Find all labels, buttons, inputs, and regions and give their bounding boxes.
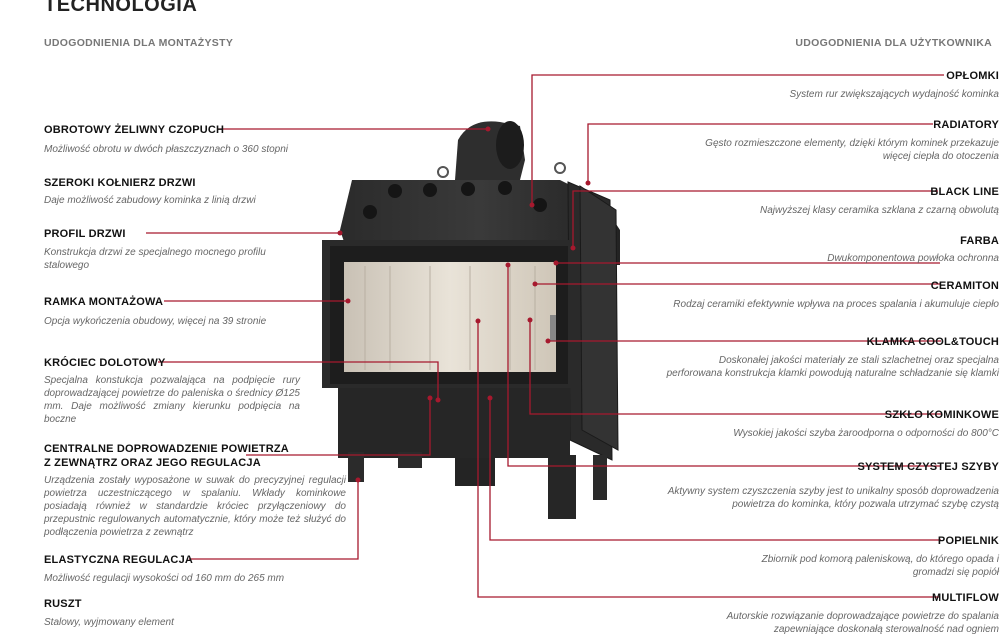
desc-czopuch: Możliwość obrotu w dwóch płaszczyznach o… bbox=[44, 144, 289, 155]
top-holes bbox=[363, 181, 547, 219]
desc-elastyczna: Możliwość regulacji wysokości od 160 mm … bbox=[44, 573, 285, 584]
label-popielnik: POPIELNIK bbox=[937, 535, 999, 547]
ashpan-shape bbox=[338, 388, 570, 458]
label-szklo: SZKŁO KOMINKOWE bbox=[884, 409, 999, 421]
label-ceramiton: CERAMITON bbox=[930, 280, 999, 292]
desc-profil: Konstrukcja drzwi ze specjalnego mocnego… bbox=[44, 247, 266, 271]
label-kolnierz: SZEROKI KOŁNIERZ DRZWI bbox=[44, 177, 196, 189]
label-centralne: CENTRALNE DOPROWADZENIE POWIETRZA Z ZEWN… bbox=[44, 443, 289, 469]
flue-opening-shape bbox=[496, 121, 524, 169]
desc-blackline: Najwyższej klasy ceramika szklana z czar… bbox=[760, 205, 999, 216]
subtitle-installer: UDOGODNIENIA DLA MONTAŻYSTY bbox=[44, 37, 234, 49]
desc-farba: Dwukomponentowa powłoka ochronna bbox=[827, 253, 999, 264]
desc-ramka: Opcja wykończenia obudowy, więcej na 39 … bbox=[44, 316, 267, 327]
label-czysta-szyba: SYSTEM CZYSTEJ SZYBY bbox=[857, 461, 999, 473]
label-elastyczna: ELASTYCZNA REGULACJA bbox=[44, 554, 194, 566]
desc-szklo: Wysokiej jakości szyba żaroodporna o odp… bbox=[733, 428, 999, 439]
glass-shape bbox=[344, 262, 556, 372]
subtitle-user: UDOGODNIENIA DLA UŻYTKOWNIKA bbox=[795, 37, 992, 49]
ceramic-lines bbox=[364, 266, 536, 370]
handle-shape bbox=[550, 315, 556, 341]
desc-klamka: Doskonałej jakości materiały ze stali sz… bbox=[666, 355, 999, 379]
page-title: TECHNOLOGIA bbox=[44, 0, 198, 16]
label-farba: FARBA bbox=[960, 235, 999, 247]
radiator-fins bbox=[567, 181, 619, 461]
desc-ceramiton: Rodzaj ceramiki efektywnie wpływa na pro… bbox=[673, 299, 999, 310]
right-leader-lines bbox=[477, 74, 944, 598]
left-leader-lines bbox=[146, 128, 488, 560]
desc-oplomki: System rur zwiększających wydajność komi… bbox=[789, 89, 999, 100]
label-profil: PROFIL DRZWI bbox=[44, 228, 126, 240]
label-czopuch: OBROTOWY ŻELIWNY CZOPUCH bbox=[44, 124, 225, 136]
label-multiflow: MULTIFLOW bbox=[932, 592, 999, 604]
label-ruszt: RUSZT bbox=[44, 598, 82, 610]
label-blackline: BLACK LINE bbox=[930, 186, 999, 198]
desc-kolnierz: Daje możliwość zabudowy kominka z linią … bbox=[44, 195, 256, 206]
desc-centralne: Urządzenia zostały wyposażone w suwak do… bbox=[44, 475, 346, 538]
left-leader-dots bbox=[337, 126, 491, 483]
desc-popielnik: Zbiornik pod komorą paleniskową, do któr… bbox=[761, 554, 999, 578]
desc-radiatory: Gęsto rozmieszczone elementy, dzięki któ… bbox=[705, 138, 999, 162]
desc-multiflow: Autorskie rozwiązanie doprowadzające pow… bbox=[726, 611, 999, 635]
desc-krociec: Specjalna konstukcja pozwalająca na podp… bbox=[44, 375, 300, 425]
label-radiatory: RADIATORY bbox=[933, 119, 999, 131]
label-klamka: KLAMKA COOL&TOUCH bbox=[866, 336, 999, 348]
label-ramka: RAMKA MONTAŻOWA bbox=[44, 296, 164, 308]
label-oplomki: OPŁOMKI bbox=[946, 70, 999, 82]
desc-ruszt: Stalowy, wyjmowany element bbox=[44, 617, 174, 628]
right-leader-dots bbox=[475, 180, 591, 401]
label-krociec: KRÓCIEC DOLOTOWY bbox=[44, 357, 166, 369]
desc-czysta-szyba: Aktywny system czyszczenia szyby jest to… bbox=[667, 486, 999, 510]
